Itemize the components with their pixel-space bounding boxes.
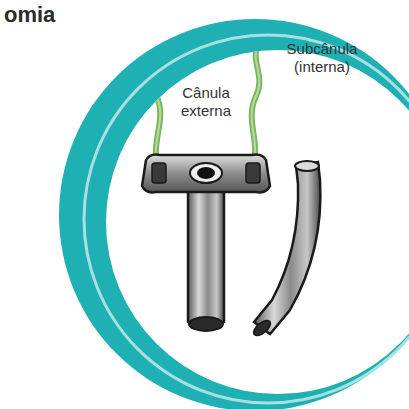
inner-cannula-tip: [251, 318, 273, 339]
ribbon-light: [152, 45, 160, 168]
flange-slot: [152, 163, 166, 183]
ring-outer: [59, 19, 409, 409]
flange-hub: [190, 163, 222, 183]
ribbon: [252, 45, 260, 168]
part-label: Cânula externa: [168, 84, 244, 120]
flange-slot: [246, 163, 260, 183]
ring-line: [84, 35, 409, 403]
page-title: omia: [4, 2, 55, 28]
flange-opening: [197, 167, 215, 179]
ribbon-light: [252, 45, 260, 168]
outer-cannula-flange: [142, 155, 270, 193]
inner-cannula-rim: [295, 161, 319, 171]
ribbon: [152, 45, 160, 168]
outer-cannula-tube: [188, 188, 224, 327]
ring-inner: [106, 50, 409, 394]
part-label: Subcânula (interna): [280, 40, 364, 76]
tube-opening: [189, 317, 223, 331]
inner-cannula: [254, 162, 320, 334]
